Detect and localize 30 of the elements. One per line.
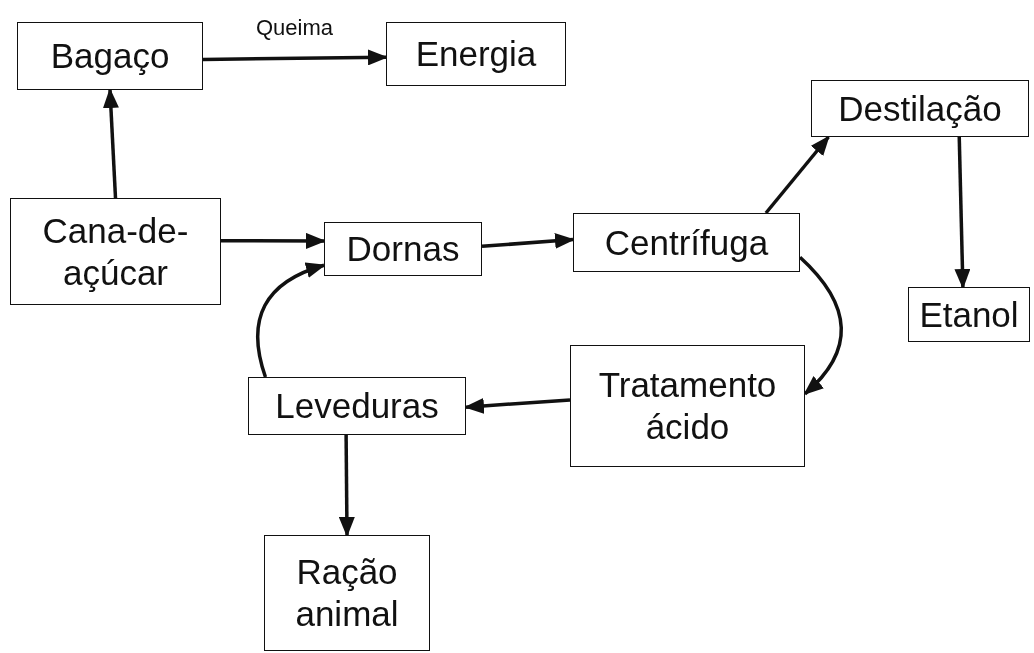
node-label: Tratamento ácido: [597, 364, 778, 448]
node-label: Ração animal: [294, 551, 400, 635]
arrow: [464, 397, 571, 414]
node-label: Energia: [415, 33, 537, 75]
arrow: [256, 263, 326, 378]
node-label: Destilação: [838, 87, 1002, 130]
arrow: [338, 435, 355, 537]
process-box: [264, 535, 430, 651]
process-box: [811, 80, 1029, 137]
node-label: Dornas: [346, 228, 460, 270]
process-box: [10, 198, 221, 305]
node-label: Cana-de-açúcar: [41, 209, 190, 294]
process-box: [324, 222, 482, 276]
process-box: [570, 345, 805, 467]
arrow: [954, 136, 971, 289]
arrow: [221, 232, 326, 249]
node-label: Bagaço: [50, 35, 170, 77]
process-box: [908, 287, 1030, 342]
arrow: [481, 232, 575, 249]
arrow: [798, 256, 843, 396]
node-label: Centrífuga: [604, 221, 769, 264]
process-box: [386, 22, 566, 86]
node-label: Etanol: [919, 293, 1019, 336]
process-box: [573, 213, 800, 272]
process-box: [248, 377, 466, 435]
arrow: [102, 88, 119, 199]
node-label: Leveduras: [275, 385, 439, 427]
arrow: [764, 135, 830, 215]
process-box: [17, 22, 203, 90]
arrow: [202, 49, 388, 66]
